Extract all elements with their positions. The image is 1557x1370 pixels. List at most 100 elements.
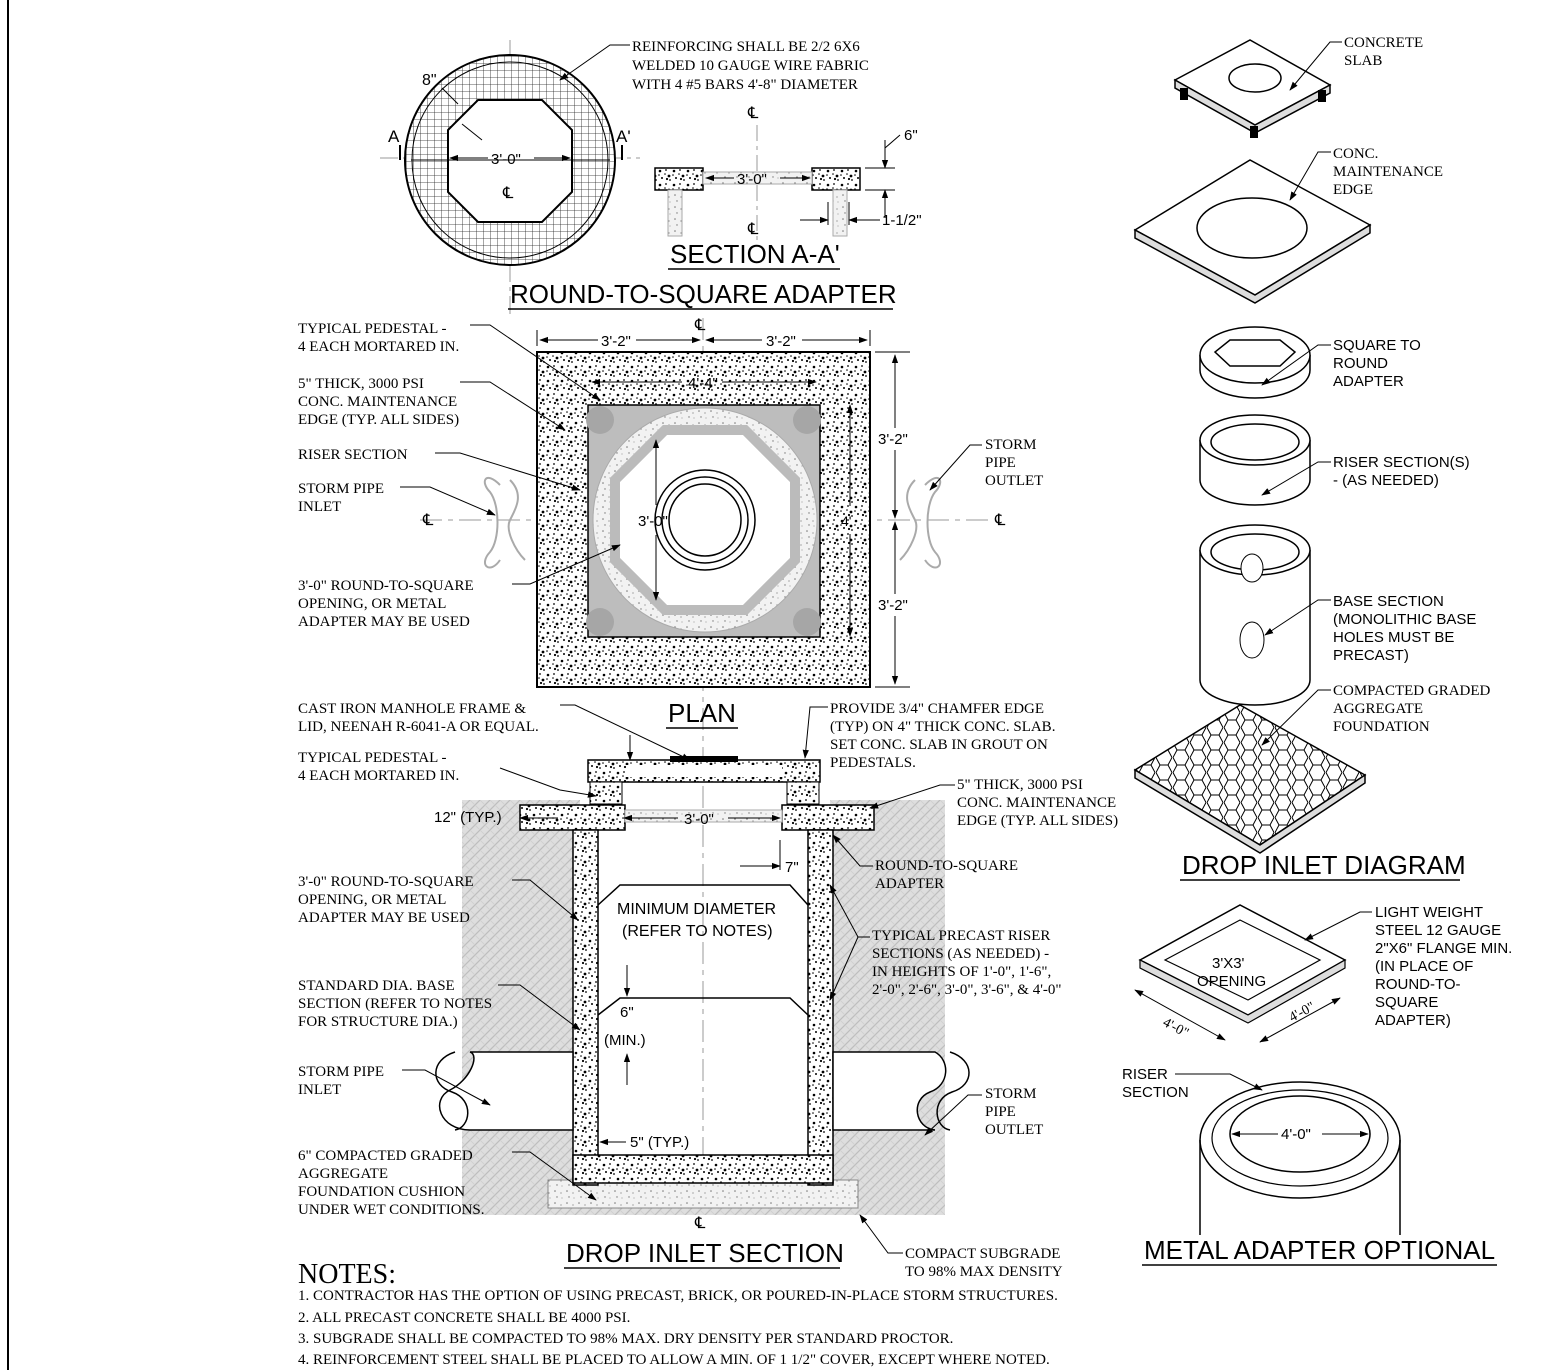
exploded-title: DROP INLET DIAGRAM xyxy=(1182,850,1466,880)
svg-text:INLET: INLET xyxy=(298,499,341,515)
svg-text:OPENING, OR METAL: OPENING, OR METAL xyxy=(298,596,446,612)
section-a-a-drawing xyxy=(654,125,861,240)
svg-text:PEDESTALS.: PEDESTALS. xyxy=(830,755,916,771)
plan-label-opening: 3'-0" ROUND-TO-SQUARE OPENING, OR METAL AD… xyxy=(298,578,474,630)
svg-text:ROUND-TO-: ROUND-TO- xyxy=(1375,976,1461,993)
section-dim-opening: 3'-0" xyxy=(684,811,714,828)
svg-text:HOLES MUST BE: HOLES MUST BE xyxy=(1333,629,1454,646)
plan-centerline: ℄ xyxy=(694,317,706,334)
svg-text:STORM PIPE: STORM PIPE xyxy=(298,481,384,497)
svg-text:3'-0" ROUND-TO-SQUARE: 3'-0" ROUND-TO-SQUARE xyxy=(298,578,474,594)
svg-text:ADAPTER: ADAPTER xyxy=(1333,373,1404,390)
plan-label-pedestal: TYPICAL PEDESTAL -4 EACH MORTARED IN. xyxy=(298,321,459,355)
svg-text:SQUARE TO: SQUARE TO xyxy=(1333,337,1421,354)
svg-text:STORM: STORM xyxy=(985,437,1036,453)
exploded-diagram xyxy=(1133,39,1372,854)
section-label-min-dia-1: MINIMUM DIAMETER xyxy=(617,901,776,918)
svg-text:4 EACH MORTARED IN.: 4 EACH MORTARED IN. xyxy=(298,339,459,355)
svg-text:UNDER WET CONDITIONS.: UNDER WET CONDITIONS. xyxy=(298,1202,485,1218)
section-dim-12: 12" (TYP.) xyxy=(434,809,502,826)
svg-text:5" THICK, 3000 PSI: 5" THICK, 3000 PSI xyxy=(298,376,424,392)
svg-text:PIPE: PIPE xyxy=(985,455,1016,471)
plan-view xyxy=(420,318,990,1212)
svg-text:OPENING, OR METAL: OPENING, OR METAL xyxy=(298,892,446,908)
svg-text:4 EACH MORTARED IN.: 4 EACH MORTARED IN. xyxy=(298,768,459,784)
plan-label-outlet: STORM PIPE OUTLET xyxy=(985,437,1043,489)
metal-label-opening-1: 3'X3' xyxy=(1212,955,1245,972)
svg-text:WITH 4 #5 BARS 4'-8" DIAMETER: WITH 4 #5 BARS 4'-8" DIAMETER xyxy=(632,77,858,93)
svg-text:ADAPTER MAY BE USED: ADAPTER MAY BE USED xyxy=(298,910,470,926)
adapter-title: ROUND-TO-SQUARE ADAPTER xyxy=(510,279,897,309)
svg-text:SQUARE: SQUARE xyxy=(1375,994,1438,1011)
svg-text:REINFORCING SHALL BE 2/2 6X6: REINFORCING SHALL BE 2/2 6X6 xyxy=(632,39,860,55)
svg-text:COMPACT SUBGRADE: COMPACT SUBGRADE xyxy=(905,1246,1060,1262)
svg-text:ADAPTER MAY BE USED: ADAPTER MAY BE USED xyxy=(298,614,470,630)
section-dim-5typ: 5" (TYP.) xyxy=(630,1134,689,1151)
metal-label-riser: RISER SECTION xyxy=(1122,1066,1189,1101)
svg-text:RISER SECTION(S): RISER SECTION(S) xyxy=(1333,454,1470,471)
section-label-chamfer: PROVIDE 3/4" CHAMFER EDGE (TYP) ON 4" THI… xyxy=(830,701,1055,771)
exploded-label-riser: RISER SECTION(S)- (AS NEEDED) xyxy=(1333,454,1470,489)
svg-text:CAST IRON MANHOLE FRAME &: CAST IRON MANHOLE FRAME & xyxy=(298,701,526,717)
svg-text:CONC.: CONC. xyxy=(1333,146,1378,162)
section-aa-centerline-bottom: ℄ xyxy=(747,221,759,238)
plan-dim-center: 3'-0" xyxy=(638,513,668,530)
svg-text:(TYP) ON 4" THICK CONC. SLAB.: (TYP) ON 4" THICK CONC. SLAB. xyxy=(830,719,1055,735)
section-aa-dim-6: 6" xyxy=(904,127,918,144)
svg-text:6" COMPACTED GRADED: 6" COMPACTED GRADED xyxy=(298,1148,473,1164)
svg-text:AGGREGATE: AGGREGATE xyxy=(298,1166,388,1182)
svg-text:ROUND-TO-SQUARE: ROUND-TO-SQUARE xyxy=(875,858,1018,874)
plan-dim-right-lower: 3'-2" xyxy=(878,597,908,614)
metal-dim-left: 4'-0" xyxy=(1160,1015,1191,1041)
svg-text:TYPICAL PRECAST RISER: TYPICAL PRECAST RISER xyxy=(872,928,1050,944)
svg-text:BASE SECTION: BASE SECTION xyxy=(1333,593,1444,610)
svg-text:EDGE: EDGE xyxy=(1333,182,1373,198)
section-title: DROP INLET SECTION xyxy=(566,1238,844,1268)
adapter-centerline: ℄ xyxy=(502,185,514,202)
svg-text:ADAPTER): ADAPTER) xyxy=(1375,1012,1451,1029)
svg-text:INLET: INLET xyxy=(298,1082,341,1098)
svg-text:SECTIONS (AS NEEDED) -: SECTIONS (AS NEEDED) - xyxy=(872,946,1049,962)
metal-title: METAL ADAPTER OPTIONAL xyxy=(1144,1235,1495,1265)
svg-text:PRECAST): PRECAST) xyxy=(1333,647,1409,664)
section-dim-7: 7" xyxy=(785,859,799,876)
plan-dim-right-upper: 3'-2" xyxy=(878,431,908,448)
svg-text:2"X6" FLANGE MIN.: 2"X6" FLANGE MIN. xyxy=(1375,940,1512,957)
svg-text:SLAB: SLAB xyxy=(1344,53,1382,69)
svg-text:CONCRETE: CONCRETE xyxy=(1344,35,1423,51)
section-centerline: ℄ xyxy=(694,1215,706,1232)
exploded-label-slab: CONCRETE SLAB xyxy=(1344,35,1423,69)
section-label-risers: TYPICAL PRECAST RISER SECTIONS (AS NEEDED… xyxy=(872,928,1062,998)
note-item: 2. ALL PRECAST CONCRETE SHALL BE 4000 PS… xyxy=(298,1310,630,1326)
plan-label-riser: RISER SECTION xyxy=(298,447,408,463)
svg-text:(IN PLACE OF: (IN PLACE OF xyxy=(1375,958,1473,975)
note-item: 3. SUBGRADE SHALL BE COMPACTED TO 98% MA… xyxy=(298,1331,953,1347)
svg-text:FOR STRUCTURE DIA.): FOR STRUCTURE DIA.) xyxy=(298,1014,458,1030)
svg-text:CONC. MAINTENANCE: CONC. MAINTENANCE xyxy=(298,394,457,410)
svg-text:TO 98% MAX DENSITY: TO 98% MAX DENSITY xyxy=(905,1264,1063,1280)
section-aa-dim-1-5: 1-1/2" xyxy=(882,212,922,229)
svg-text:OUTLET: OUTLET xyxy=(985,1122,1043,1138)
adapter-reinforcing-note: REINFORCING SHALL BE 2/2 6X6 WELDED 10 G… xyxy=(632,39,869,93)
svg-text:SECTION: SECTION xyxy=(1122,1084,1189,1101)
section-aa-dim-opening: 3'-0" xyxy=(737,171,767,188)
section-dim-6min-2: (MIN.) xyxy=(604,1032,646,1049)
svg-text:IN HEIGHTS OF 1'-0", 1'-6",: IN HEIGHTS OF 1'-0", 1'-6", xyxy=(872,964,1051,980)
section-marker-a: A xyxy=(388,127,400,146)
svg-text:PROVIDE 3/4" CHAMFER EDGE: PROVIDE 3/4" CHAMFER EDGE xyxy=(830,701,1044,717)
svg-text:- (AS NEEDED): - (AS NEEDED) xyxy=(1333,472,1439,489)
svg-text:OUTLET: OUTLET xyxy=(985,473,1043,489)
section-aa-title: SECTION A-A' xyxy=(670,239,840,269)
plan-centerline-right: ℄ xyxy=(994,512,1006,529)
metal-adapter-drawing xyxy=(1138,904,1401,1235)
svg-text:LID, NEENAH R-6041-A OR EQUAL.: LID, NEENAH R-6041-A OR EQUAL. xyxy=(298,719,539,735)
